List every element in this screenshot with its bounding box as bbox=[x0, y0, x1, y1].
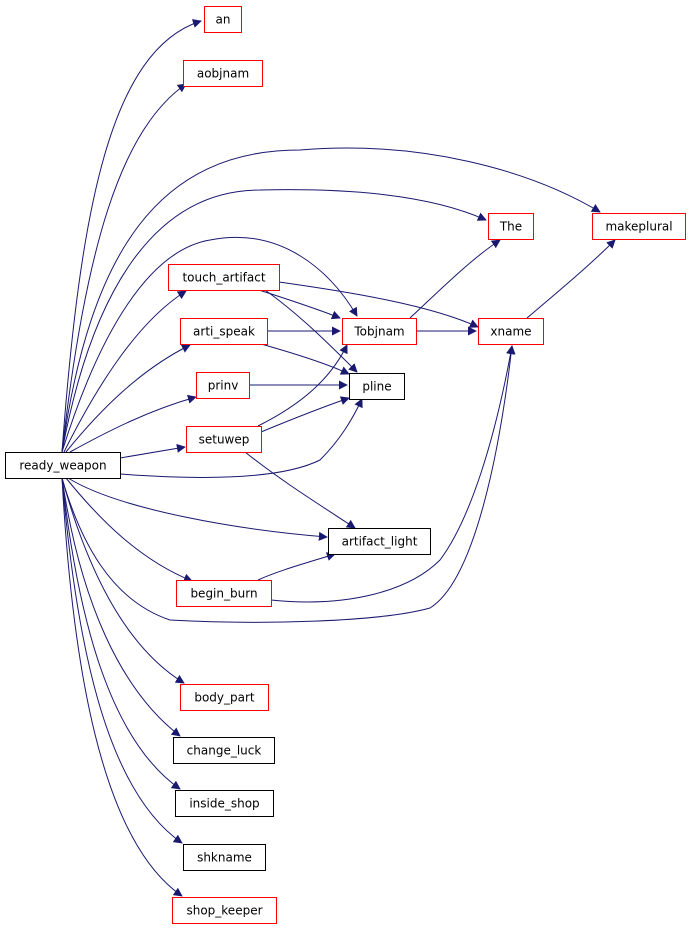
edge-ready_weapon-to-touch_artifact bbox=[63, 290, 187, 453]
node-label: prinv bbox=[208, 379, 239, 393]
edge-begin_burn-to-artifact_light bbox=[257, 552, 336, 581]
edge-ready_weapon-to-shop_keeper bbox=[61, 477, 183, 897]
edge-ready_weapon-to-begin_burn bbox=[65, 477, 193, 583]
edge-setuwep-to-pline bbox=[260, 396, 350, 433]
node-Tobjnam[interactable]: Tobjnam bbox=[342, 318, 417, 345]
node-box bbox=[204, 6, 242, 33]
node-touch_artifact[interactable]: touch_artifact bbox=[168, 264, 280, 291]
node-artifact_light[interactable]: artifact_light bbox=[328, 528, 431, 555]
node-box bbox=[186, 426, 262, 453]
node-xname[interactable]: xname bbox=[478, 318, 544, 345]
node-box bbox=[342, 318, 417, 345]
edge-ready_weapon-to-makeplural bbox=[61, 147, 601, 453]
nodes-layer: ready_weapon an aobjnam makeplural The touch_… bbox=[5, 6, 686, 924]
node-label: shkname bbox=[197, 851, 252, 865]
node-label: arti_speak bbox=[193, 325, 255, 339]
node-change_luck[interactable]: change_luck bbox=[173, 737, 275, 764]
node-ready_weapon[interactable]: ready_weapon bbox=[5, 452, 121, 479]
node-box bbox=[175, 790, 274, 817]
node-label: begin_burn bbox=[190, 587, 257, 601]
node-box bbox=[196, 372, 250, 399]
node-label: body_part bbox=[194, 691, 255, 705]
edge-begin_burn-to-xname bbox=[270, 345, 515, 603]
edge-ready_weapon-to-setuwep bbox=[119, 443, 186, 459]
node-aobjnam[interactable]: aobjnam bbox=[183, 60, 263, 87]
node-box bbox=[172, 897, 277, 924]
node-The[interactable]: The bbox=[488, 213, 534, 240]
edge-ready_weapon-to-prinv bbox=[69, 394, 197, 453]
node-label: pline bbox=[362, 380, 391, 394]
node-label: an bbox=[216, 13, 231, 27]
node-body_part[interactable]: body_part bbox=[180, 684, 269, 711]
node-shkname[interactable]: shkname bbox=[183, 844, 266, 871]
edge-ready_weapon-to-The bbox=[61, 189, 487, 453]
node-label: makeplural bbox=[605, 220, 672, 234]
node-box bbox=[168, 264, 280, 291]
edge-touch_artifact-to-xname bbox=[278, 281, 479, 328]
node-label: change_luck bbox=[187, 744, 262, 758]
node-label: inside_shop bbox=[189, 797, 259, 811]
node-label: The bbox=[499, 220, 522, 234]
edge-ready_weapon-to-inside_shop bbox=[61, 477, 181, 790]
edge-ready_weapon-to-pline bbox=[119, 398, 363, 478]
edge-Tobjnam-to-The bbox=[409, 239, 501, 319]
node-label: touch_artifact bbox=[182, 271, 265, 285]
node-label: shop_keeper bbox=[186, 904, 262, 918]
node-box bbox=[173, 737, 275, 764]
edge-touch_artifact-to-Tobjnam bbox=[258, 289, 341, 320]
node-box bbox=[183, 844, 266, 871]
edge-setuwep-to-Tobjnam bbox=[257, 344, 348, 427]
edges-layer bbox=[61, 19, 616, 897]
node-shop_keeper[interactable]: shop_keeper bbox=[172, 897, 277, 924]
node-box bbox=[180, 318, 268, 345]
edge-ready_weapon-to-change_luck bbox=[61, 477, 181, 737]
node-box bbox=[5, 452, 121, 479]
node-label: aobjnam bbox=[197, 67, 249, 81]
node-box bbox=[176, 580, 272, 607]
edge-ready_weapon-to-xname bbox=[61, 345, 516, 623]
edge-setuwep-to-artifact_light bbox=[244, 451, 356, 529]
edge-arti_speak-to-pline bbox=[260, 343, 350, 375]
edge-ready_weapon-to-arti_speak bbox=[65, 344, 191, 453]
edge-ready_weapon-to-Tobjnam bbox=[61, 236, 358, 453]
node-label: ready_weapon bbox=[19, 459, 106, 473]
node-makeplural[interactable]: makeplural bbox=[592, 213, 686, 240]
node-label: artifact_light bbox=[342, 535, 418, 549]
edge-ready_weapon-to-artifact_light bbox=[67, 477, 328, 541]
node-prinv[interactable]: prinv bbox=[196, 372, 250, 399]
edge-ready_weapon-to-shkname bbox=[61, 477, 183, 844]
node-label: Tobjnam bbox=[353, 325, 404, 339]
node-box bbox=[328, 528, 431, 555]
node-box bbox=[183, 60, 263, 87]
node-box bbox=[478, 318, 544, 345]
node-an[interactable]: an bbox=[204, 6, 242, 33]
edge-ready_weapon-to-body_part bbox=[61, 477, 185, 684]
edge-ready_weapon-to-aobjnam bbox=[61, 83, 187, 453]
node-begin_burn[interactable]: begin_burn bbox=[176, 580, 272, 607]
node-setuwep[interactable]: setuwep bbox=[186, 426, 262, 453]
node-box bbox=[488, 213, 534, 240]
edge-xname-to-makeplural bbox=[526, 239, 616, 319]
node-box bbox=[592, 213, 686, 240]
edge-ready_weapon-to-an bbox=[61, 19, 202, 453]
node-box bbox=[349, 373, 405, 400]
node-inside_shop[interactable]: inside_shop bbox=[175, 790, 274, 817]
node-arti_speak[interactable]: arti_speak bbox=[180, 318, 268, 345]
node-label: xname bbox=[490, 325, 531, 339]
node-pline[interactable]: pline bbox=[349, 373, 405, 400]
node-label: setuwep bbox=[199, 433, 250, 447]
edge-touch_artifact-to-pline bbox=[264, 289, 358, 373]
node-box bbox=[180, 684, 269, 711]
